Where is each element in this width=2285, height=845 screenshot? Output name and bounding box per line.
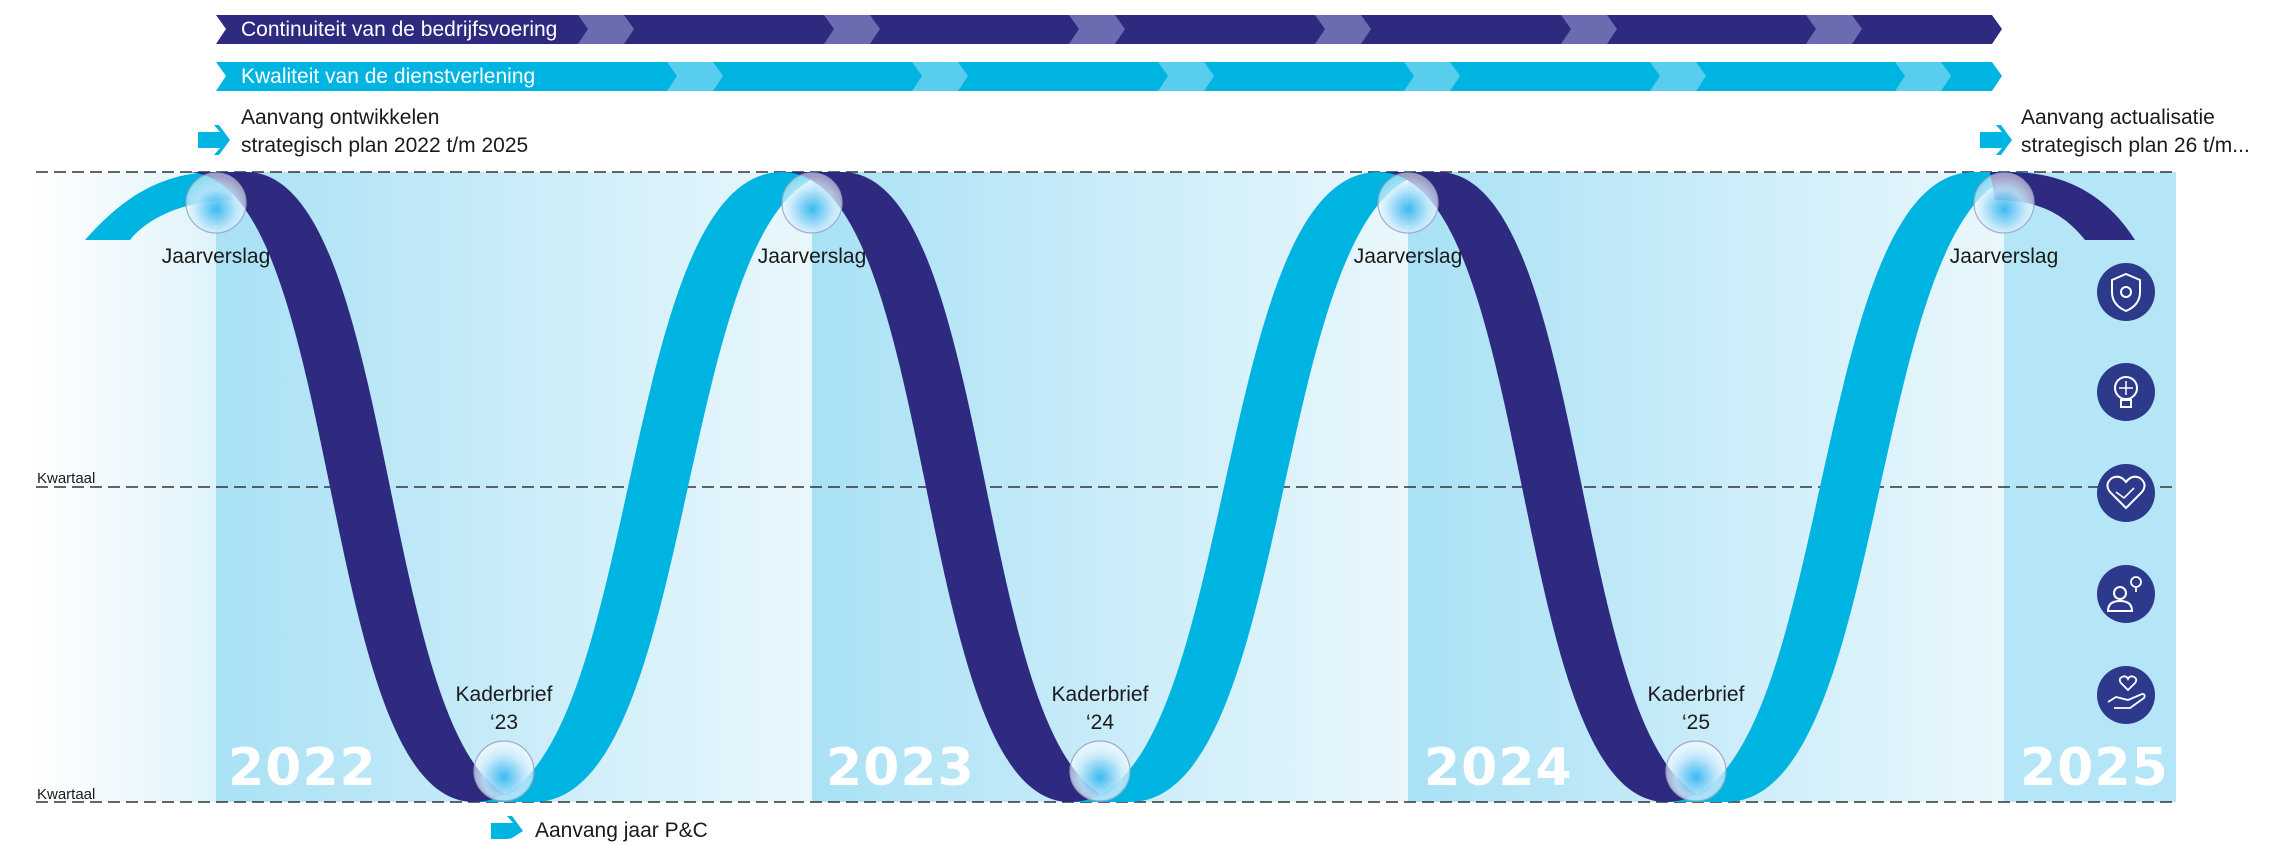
annual-report-label: Jaarverslag (1949, 245, 2059, 268)
descending-ribbon (1378, 172, 1726, 802)
start-note: Aanvang ontwikkelen strategisch plan 202… (241, 104, 528, 160)
lightbulb-icon (2097, 363, 2155, 421)
descending-ribbon (782, 172, 1130, 802)
bar-chevron (1404, 62, 1460, 91)
continuity-bar-label: Continuiteit van de bedrijfsvoering (241, 18, 558, 41)
annual-report-node (1973, 172, 2035, 234)
descending-ribbon (186, 172, 534, 802)
framework-letter-node (473, 740, 535, 802)
hand-heart-icon (2097, 666, 2155, 724)
bar-chevron (578, 15, 634, 44)
annual-report-node (185, 172, 247, 234)
heart-handshake-icon (2097, 464, 2155, 522)
annual-report-node (1377, 172, 1439, 234)
person-idea-icon (2097, 565, 2155, 623)
quality-bar-label: Kwaliteit van de dienstverlening (241, 65, 536, 88)
annual-report-label: Jaarverslag (757, 245, 867, 268)
year-label-2025: 2025 (2020, 738, 2169, 798)
quarter-label-upper: Kwartaal (37, 470, 96, 487)
end-note-line1: Aanvang actualisatie (2021, 106, 2215, 129)
end-note-line2: strategisch plan 26 t/m... (2021, 134, 2250, 157)
ascending-ribbon (1666, 172, 2034, 802)
continuity-bar (216, 15, 2002, 44)
start-note-line2: strategisch plan 2022 t/m 2025 (241, 134, 529, 157)
annual-report-label: Jaarverslag (1353, 245, 1463, 268)
shield-icon (2097, 263, 2155, 321)
bar-chevron (1650, 62, 1706, 91)
bar-chevron (824, 15, 880, 44)
year-label-2023: 2023 (826, 738, 975, 798)
quality-bar (216, 62, 2002, 91)
bar-chevron (1561, 15, 1617, 44)
annual-report-node (781, 172, 843, 234)
framework-letter-label: Kaderbrief ‘25 (1647, 683, 1745, 734)
start-note-line1: Aanvang ontwikkelen (241, 106, 440, 129)
bar-chevron (1315, 15, 1371, 44)
bar-chevron (667, 62, 723, 91)
ascending-ribbon (1070, 172, 1438, 802)
bottom-arrow-icon (491, 816, 523, 839)
bar-chevron (1895, 62, 1951, 91)
ascending-ribbon (474, 172, 842, 802)
end-arrow-icon (1980, 125, 2012, 155)
quarter-label-lower: Kwartaal (37, 786, 96, 803)
bottom-note: Aanvang jaar P&C (535, 819, 708, 842)
start-arrow-icon (198, 125, 230, 155)
end-note: Aanvang actualisatie strategisch plan 26… (2021, 104, 2250, 160)
side-icons (2097, 263, 2155, 724)
framework-letter-node (1069, 740, 1131, 802)
framework-letter-label: Kaderbrief ‘24 (1051, 683, 1149, 734)
bar-chevron (912, 62, 968, 91)
framework-letter-node (1665, 740, 1727, 802)
annual-report-label: Jaarverslag (161, 245, 271, 268)
framework-letter-label: Kaderbrief ‘23 (455, 683, 553, 734)
bar-chevron (1158, 62, 1214, 91)
year-label-2022: 2022 (228, 738, 377, 798)
year-label-2024: 2024 (1424, 738, 1573, 798)
bar-chevron (1806, 15, 1862, 44)
bar-chevron (1069, 15, 1125, 44)
